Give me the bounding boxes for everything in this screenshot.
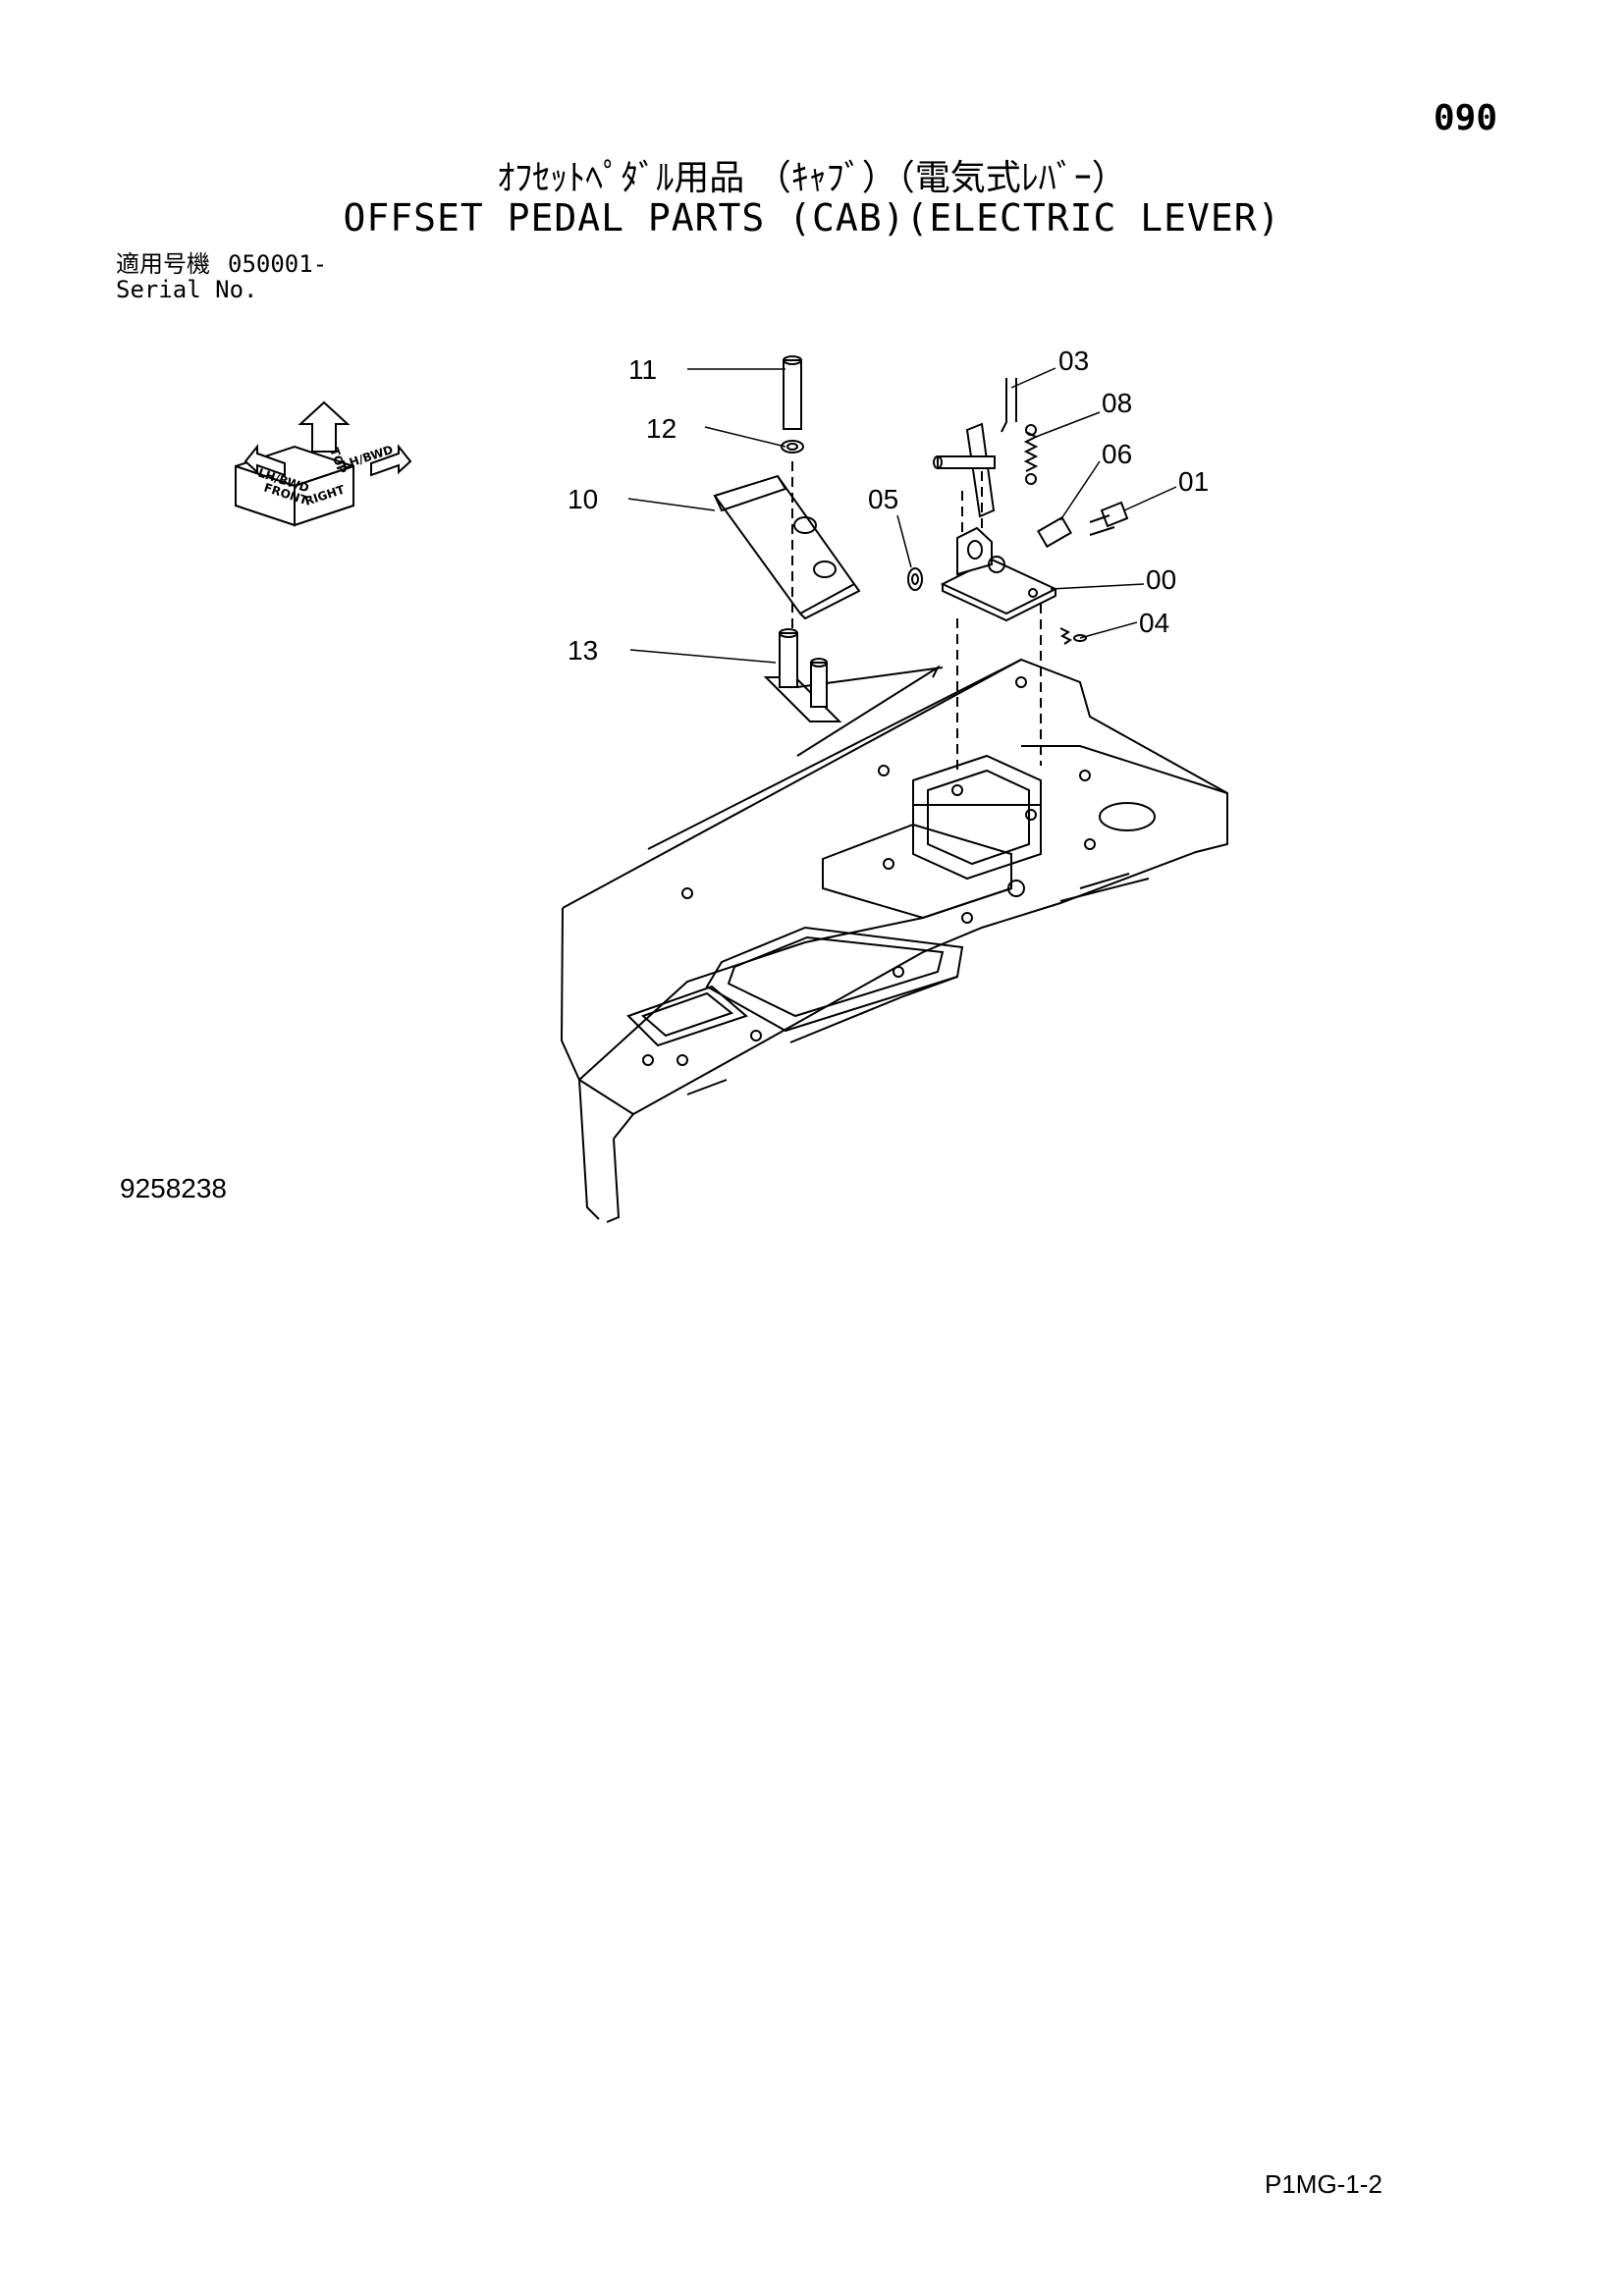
part-06-01-drawing [1037, 501, 1129, 549]
serial-row: 適用号機 050001- [116, 251, 327, 277]
part-04-drawing [1059, 627, 1087, 645]
callout-04: 04 [1139, 608, 1169, 638]
part-13-drawing [763, 628, 941, 757]
callout-00: 00 [1146, 564, 1176, 595]
orientation-marker-icon: FRONT RIGHT TOP LH/BWD LH/BWD [235, 400, 412, 527]
leader-lines [627, 367, 1177, 664]
page-code: P1MG-1-2 [1265, 2169, 1382, 2199]
serial-block: 適用号機 050001- Serial No. [116, 251, 327, 302]
callout-03: 03 [1058, 346, 1089, 376]
callout-05: 05 [868, 484, 898, 514]
part-00-drawing [940, 526, 1058, 775]
callout-08: 08 [1102, 388, 1132, 418]
callout-06: 06 [1102, 439, 1132, 469]
part-10-drawing [713, 474, 861, 620]
callout-12: 12 [646, 413, 677, 444]
serial-range: 050001- [228, 250, 328, 278]
page-number: 090 [1434, 98, 1498, 138]
callout-11: 11 [628, 354, 657, 385]
serial-label-jp: 適用号機 [116, 250, 210, 278]
serial-label-en: Serial No. [116, 276, 258, 303]
floor-plate-drawing [560, 658, 1228, 1223]
page-title-en: OFFSET PEDAL PARTS (CAB)(ELECTRIC LEVER) [343, 196, 1281, 240]
page-title-jp: ｵﾌｾｯﾄﾍﾟﾀﾞﾙ用品 （ｷｬﾌﾞ）（電気式ﾚﾊﾞｰ） [497, 158, 1127, 198]
callout-01: 01 [1178, 466, 1209, 497]
callout-10: 10 [568, 484, 598, 514]
drawing-id: 9258238 [120, 1173, 228, 1203]
callout-13: 13 [568, 635, 598, 666]
part-11-12-drawing [781, 355, 804, 628]
part-08-drawing [1023, 424, 1039, 485]
part-03-drawing [933, 378, 1017, 535]
part-05-drawing [907, 567, 923, 591]
